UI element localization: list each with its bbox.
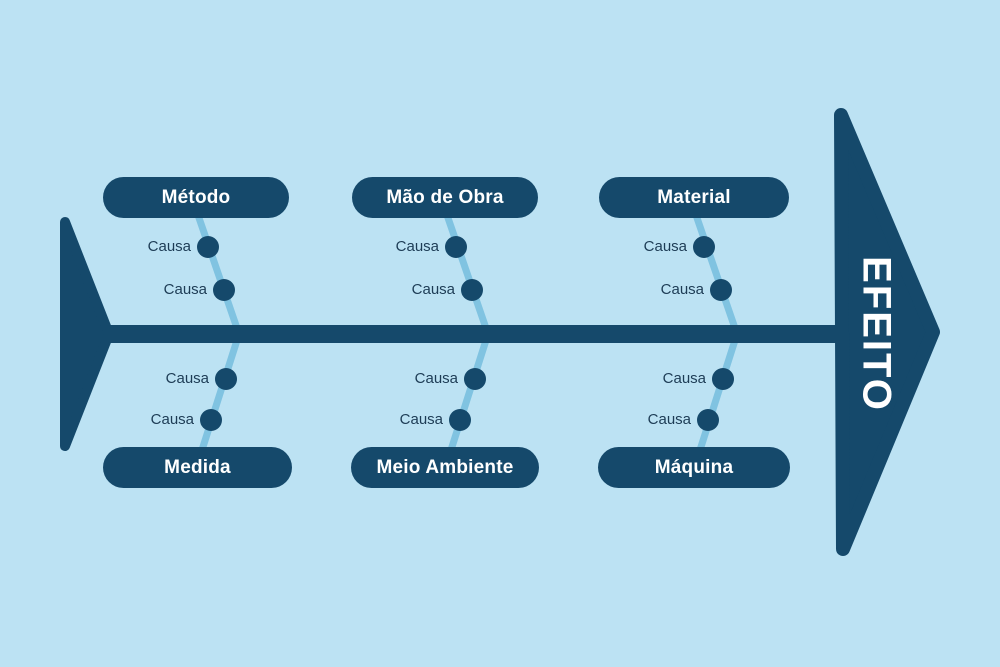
cause-dot <box>461 279 483 301</box>
cause-label: Causa <box>163 281 207 298</box>
cause-dot <box>710 279 732 301</box>
cause-label: Causa <box>647 411 691 428</box>
cause-dot <box>200 409 222 431</box>
category-pill-meio-ambiente: Meio Ambiente <box>351 447 539 488</box>
cause-dot <box>697 409 719 431</box>
cause-label: Causa <box>399 411 443 428</box>
cause-label: Causa <box>165 370 209 387</box>
cause-dot <box>449 409 471 431</box>
cause-dot <box>693 236 715 258</box>
spine-line <box>104 325 840 343</box>
tail-shape <box>60 217 114 451</box>
cause-label: Causa <box>147 238 191 255</box>
arrow-head-shape <box>834 108 940 556</box>
cause-dot <box>464 368 486 390</box>
cause-dot <box>213 279 235 301</box>
cause-label: Causa <box>395 238 439 255</box>
cause-label: Causa <box>150 411 194 428</box>
cause-label: Causa <box>660 281 704 298</box>
category-pill-mao-de-obra: Mão de Obra <box>352 177 538 218</box>
cause-dot <box>712 368 734 390</box>
cause-label: Causa <box>662 370 706 387</box>
effect-label: EFEITO <box>854 256 899 412</box>
cause-label: Causa <box>414 370 458 387</box>
cause-dot <box>215 368 237 390</box>
cause-dot <box>445 236 467 258</box>
cause-label: Causa <box>643 238 687 255</box>
category-pill-metodo: Método <box>103 177 289 218</box>
cause-dot <box>197 236 219 258</box>
cause-label: Causa <box>411 281 455 298</box>
category-pill-maquina: Máquina <box>598 447 790 488</box>
category-pill-medida: Medida <box>103 447 292 488</box>
category-pill-material: Material <box>599 177 789 218</box>
